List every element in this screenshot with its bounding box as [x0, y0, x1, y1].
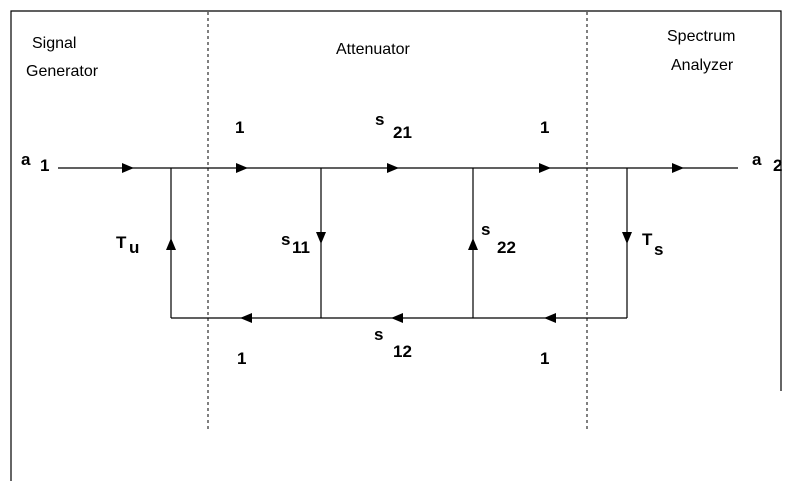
arrow-bottom-left	[240, 313, 252, 323]
arrow-s11	[316, 232, 326, 244]
arrow-a2	[672, 163, 684, 173]
arrow-tu	[166, 238, 176, 250]
s21-subscript: 21	[393, 123, 412, 142]
node-a2-symbol: a	[752, 150, 762, 169]
tu-symbol: T	[116, 233, 127, 252]
ts-subscript: s	[654, 240, 663, 259]
node-a1-symbol: a	[21, 150, 31, 169]
label-analyzer: Analyzer	[671, 57, 734, 74]
s11-symbol: s	[281, 230, 290, 249]
gain-top-right: 1	[540, 118, 549, 137]
node-a2-subscript: 2	[773, 156, 782, 175]
s21-symbol: s	[375, 110, 384, 129]
arrow-ts	[622, 232, 632, 244]
arrow-bottom-right	[544, 313, 556, 323]
arrow-top-left	[236, 163, 248, 173]
s12-subscript: 12	[393, 342, 412, 361]
arrow-a1	[122, 163, 134, 173]
gain-top-left: 1	[235, 118, 244, 137]
tu-subscript: u	[129, 238, 139, 257]
gain-bottom-right: 1	[540, 349, 549, 368]
s11-subscript: 11	[292, 238, 310, 257]
node-a1-subscript: 1	[40, 156, 49, 175]
label-spectrum: Spectrum	[667, 28, 735, 45]
label-attenuator: Attenuator	[336, 41, 411, 58]
label-signal: Signal	[32, 35, 76, 52]
arrow-s22	[468, 238, 478, 250]
s22-symbol: s	[481, 220, 490, 239]
s22-subscript: 22	[497, 238, 516, 257]
ts-symbol: T	[642, 230, 653, 249]
s12-symbol: s	[374, 325, 383, 344]
arrow-top-right	[539, 163, 551, 173]
label-generator: Generator	[26, 63, 99, 80]
arrow-s21	[387, 163, 399, 173]
gain-bottom-left: 1	[237, 349, 246, 368]
arrow-s12	[391, 313, 403, 323]
figure-border	[10, 10, 782, 481]
